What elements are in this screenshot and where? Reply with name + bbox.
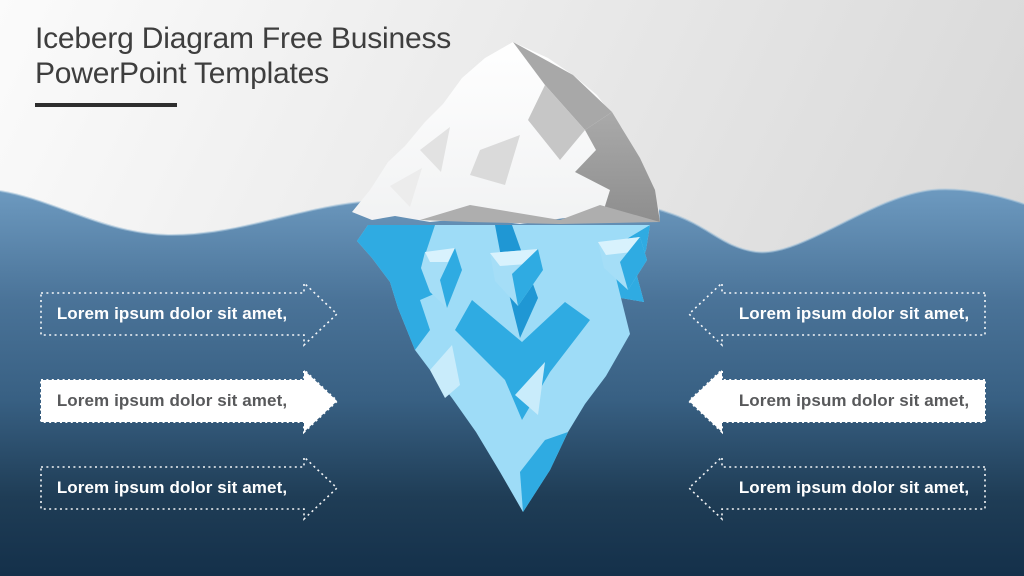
right-arrow-icon — [40, 367, 339, 435]
callout-arrow-right-top[interactable]: Lorem ipsum dolor sit amet, — [687, 281, 986, 347]
ice-chunk-center — [490, 249, 543, 306]
callout-arrow-right-bottom[interactable]: Lorem ipsum dolor sit amet, — [687, 455, 986, 521]
title-underline-rule — [35, 102, 177, 107]
ice-chunk-left — [421, 248, 462, 308]
callout-label: Lorem ipsum dolor sit amet, — [738, 391, 970, 410]
iceberg-illustration — [352, 42, 660, 512]
right-arrow-icon — [40, 281, 339, 347]
page-title[interactable]: Iceberg Diagram Free Business PowerPoint… — [35, 22, 451, 92]
page-title-line2: PowerPoint Templates — [35, 56, 329, 90]
ice-chunk-right — [598, 237, 647, 290]
left-arrow-icon — [687, 281, 986, 347]
callout-label: Lorem ipsum dolor sit amet, — [56, 478, 288, 497]
callout-arrow-right-middle[interactable]: Lorem ipsum dolor sit amet, — [687, 367, 986, 435]
title-block: Iceberg Diagram Free Business PowerPoint… — [35, 22, 451, 107]
left-arrow-icon — [687, 455, 986, 521]
right-arrow-icon — [40, 455, 339, 521]
callout-label: Lorem ipsum dolor sit amet, — [56, 391, 288, 410]
left-arrow-icon — [687, 367, 986, 435]
page-title-line1: Iceberg Diagram Free Business — [35, 22, 452, 55]
callout-label: Lorem ipsum dolor sit amet, — [56, 304, 288, 323]
callout-arrow-left-top[interactable]: Lorem ipsum dolor sit amet, — [40, 281, 339, 347]
callout-arrow-left-middle[interactable]: Lorem ipsum dolor sit amet, — [40, 367, 339, 435]
callout-arrow-left-bottom[interactable]: Lorem ipsum dolor sit amet, — [40, 455, 339, 521]
callout-label: Lorem ipsum dolor sit amet, — [738, 304, 970, 323]
callout-label: Lorem ipsum dolor sit amet, — [738, 478, 970, 497]
